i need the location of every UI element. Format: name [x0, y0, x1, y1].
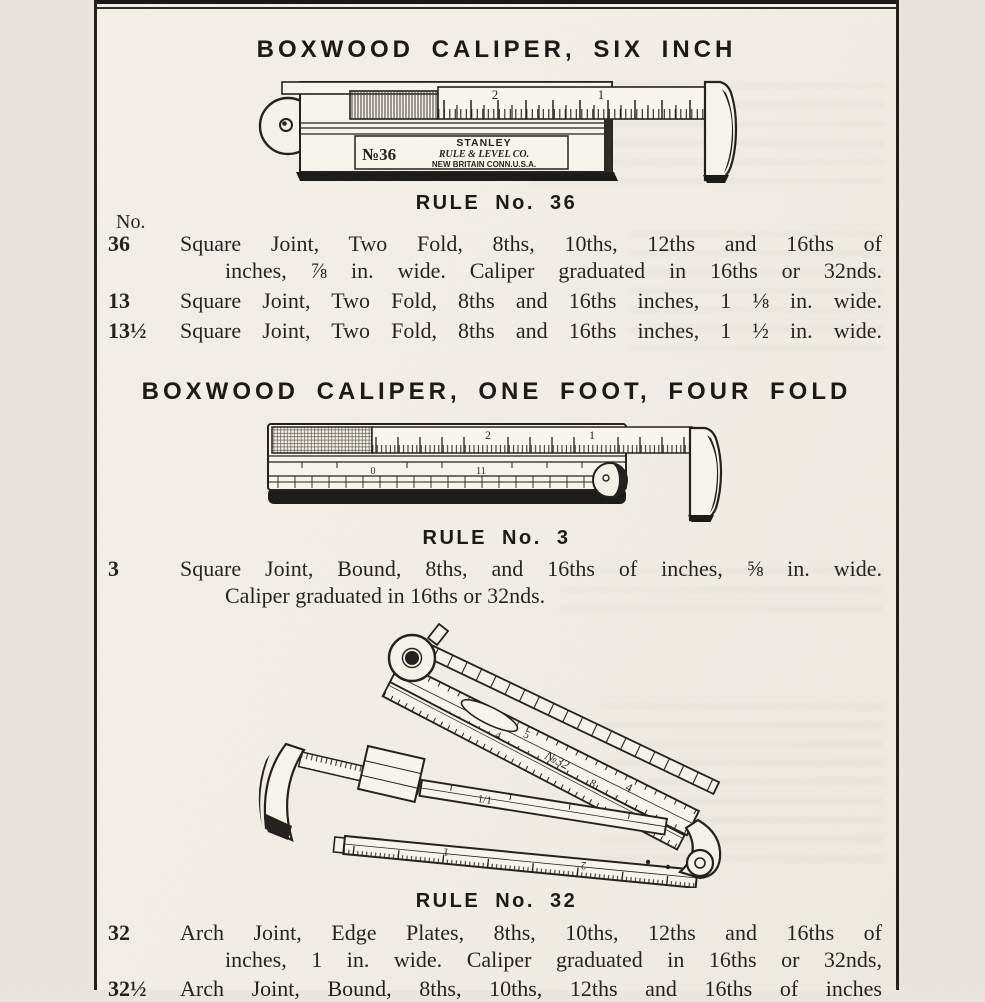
- rule36-body-shadow: [296, 172, 618, 181]
- item-number: 36: [108, 231, 130, 256]
- page-border-left: [94, 0, 97, 990]
- item-description-line: Arch Joint, Bound, 8ths, 10ths, 12ths an…: [180, 976, 882, 1001]
- rule32-number-1: 1: [443, 846, 450, 858]
- rule3-board-number-11: 11: [476, 466, 486, 477]
- rule-3-illustration: 2 1 0 11: [267, 423, 723, 522]
- top-rule-line: [97, 7, 896, 9]
- top-black-band: [97, 0, 896, 4]
- rule3-scale-number-1: 1: [589, 428, 595, 442]
- item-description-line: Caliper graduated in 16ths or 32nds.: [225, 583, 546, 608]
- rule36-caliper-jaw: [703, 80, 738, 182]
- rule36-brand-city: NEW BRITAIN CONN.U.S.A.: [432, 160, 536, 169]
- item-number: 13: [108, 288, 130, 313]
- rule-36-illustration: 2 1 №36 STANLEY RULE & LEVEL CO. NEW BRI…: [258, 80, 738, 183]
- rule32-number-2: 2: [580, 859, 587, 871]
- rule3-knurl-block: [271, 426, 373, 454]
- rule3-board-number-0: 0: [371, 466, 376, 477]
- section-heading-six-inch: BOXWOOD CALIPER, SIX INCH: [256, 36, 737, 63]
- item-number: 32: [108, 920, 130, 945]
- item-description-line: Square Joint, Two Fold, 8ths and 16ths i…: [180, 318, 882, 343]
- item-description-line: inches, 1 in. wide. Caliper graduated in…: [225, 947, 882, 972]
- item-number: 32½: [108, 976, 147, 1001]
- page-border-right: [896, 0, 899, 990]
- rule3-scale-number-2: 2: [485, 428, 491, 442]
- rule32-bottom-arm: 1 2: [332, 834, 699, 888]
- rule32-hinge-tab: [426, 622, 450, 647]
- item-description-line: Square Joint, Two Fold, 8ths, 10ths, 12t…: [180, 231, 882, 256]
- rule32-slide-block: [356, 744, 426, 804]
- rule36-brand-name: STANLEY: [456, 137, 511, 149]
- rule36-model-label: №36: [362, 145, 396, 164]
- rule36-scale-number-1: 1: [598, 87, 605, 102]
- rule-32-caption: RULE No. 32: [415, 890, 578, 912]
- section-heading-four-fold: BOXWOOD CALIPER, ONE FOOT, FOUR FOLD: [141, 378, 852, 405]
- rule-3-caption: RULE No. 3: [422, 527, 571, 549]
- item-description-line: Arch Joint, Edge Plates, 8ths, 10ths, 12…: [180, 920, 882, 945]
- rule-36-caption: RULE No. 36: [415, 192, 578, 214]
- rule32-number-11: 1/1: [477, 793, 493, 807]
- item-description-line: Square Joint, Two Fold, 8ths and 16ths i…: [180, 288, 882, 313]
- item-number: 3: [108, 556, 119, 581]
- rule36-knurl-block: [349, 90, 439, 120]
- item-description-line: inches, ⅞ in. wide. Caliper graduated in…: [225, 258, 882, 283]
- rule-32-illustration: 5 4 №32 4 8 1/1 1 2: [258, 622, 722, 888]
- rule3-caliper-jaw: [688, 426, 723, 522]
- rule36-scale-number-2: 2: [492, 87, 499, 102]
- item-number: 13½: [108, 318, 147, 343]
- rule36-brand-co: RULE & LEVEL CO.: [438, 149, 529, 160]
- item-description-line: Square Joint, Bound, 8ths, and 16ths of …: [180, 556, 882, 581]
